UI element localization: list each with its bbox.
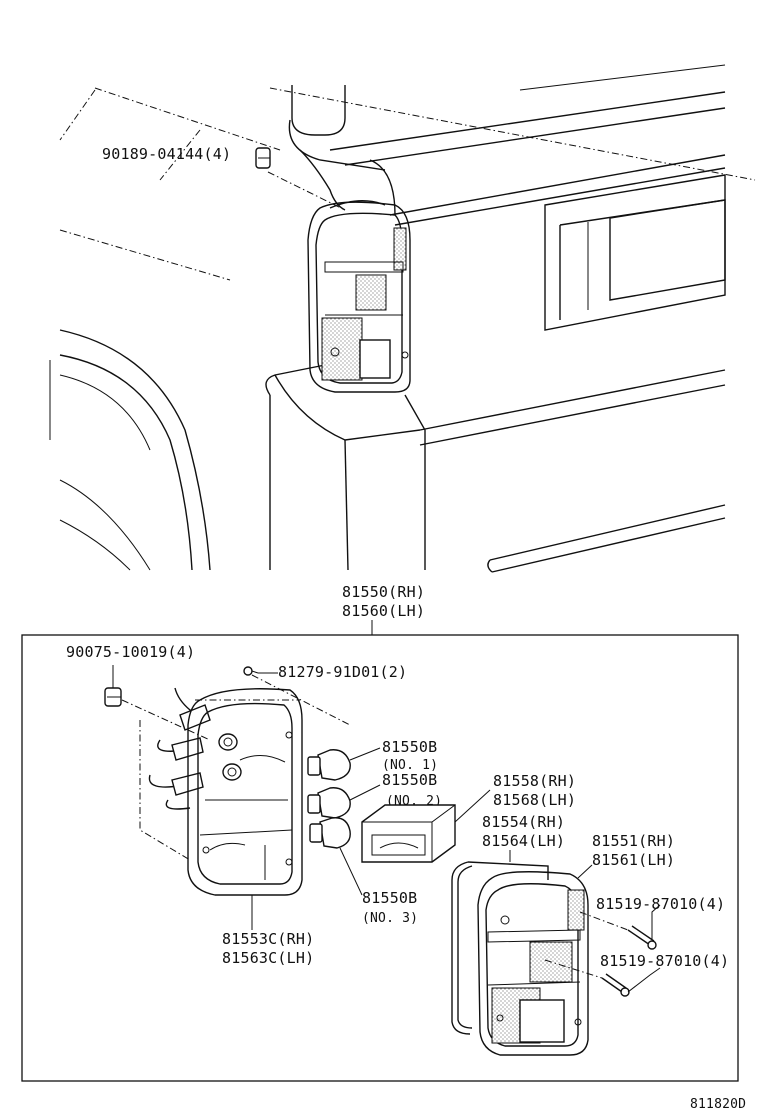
label-bulb3-number: (NO. 3): [362, 911, 418, 926]
lens-screw-b-icon: [601, 973, 630, 997]
label-lens-lh: 81561(LH): [592, 851, 675, 869]
lamp-housing: [148, 687, 303, 896]
tail-lamp-on-vehicle: [307, 200, 411, 393]
gasket: [451, 861, 549, 1035]
label-clip-top: 90189-04144(4): [102, 145, 231, 163]
label-housing-lh: 81563C(LH): [222, 949, 314, 967]
label-bulb1-number: (NO. 1): [382, 758, 438, 773]
lamp-lens: [477, 871, 589, 1056]
label-clip-inner: 90075-10019(4): [66, 643, 195, 661]
label-bulb2: 81550B: [382, 771, 437, 789]
lens-screw-a-icon: [627, 925, 657, 950]
label-gasket-rh: 81554(RH): [482, 813, 565, 831]
diagram-code: 811820D: [690, 1097, 746, 1112]
label-assembly-lh: 81560(LH): [342, 602, 425, 620]
small-lamp-unit: [361, 804, 456, 863]
label-lamp-rh: 81558(RH): [493, 772, 576, 790]
label-screw: 81279-91D01(2): [278, 663, 407, 681]
exploded-view-frame: [21, 634, 739, 1082]
label-lens-screw-a: 81519-87010(4): [596, 895, 725, 913]
label-bulb3: 81550B: [362, 889, 417, 907]
label-bulb1: 81550B: [382, 738, 437, 756]
screw-icon: [243, 666, 259, 676]
bulb-no2-icon: [307, 787, 351, 819]
inner-clip-icon: [104, 687, 122, 707]
label-lens-rh: 81551(RH): [592, 832, 675, 850]
label-housing-rh: 81553C(RH): [222, 930, 314, 948]
label-lens-screw-b: 81519-87010(4): [600, 952, 729, 970]
label-assembly-rh: 81550(RH): [342, 583, 425, 601]
vehicle-rear-illustration: [49, 64, 756, 573]
bulb-no1-icon: [307, 749, 351, 781]
label-gasket-lh: 81564(LH): [482, 832, 565, 850]
top-clip-icon: [255, 147, 346, 211]
label-lamp-lh: 81568(LH): [493, 791, 576, 809]
bulb-no3-icon: [309, 817, 351, 849]
